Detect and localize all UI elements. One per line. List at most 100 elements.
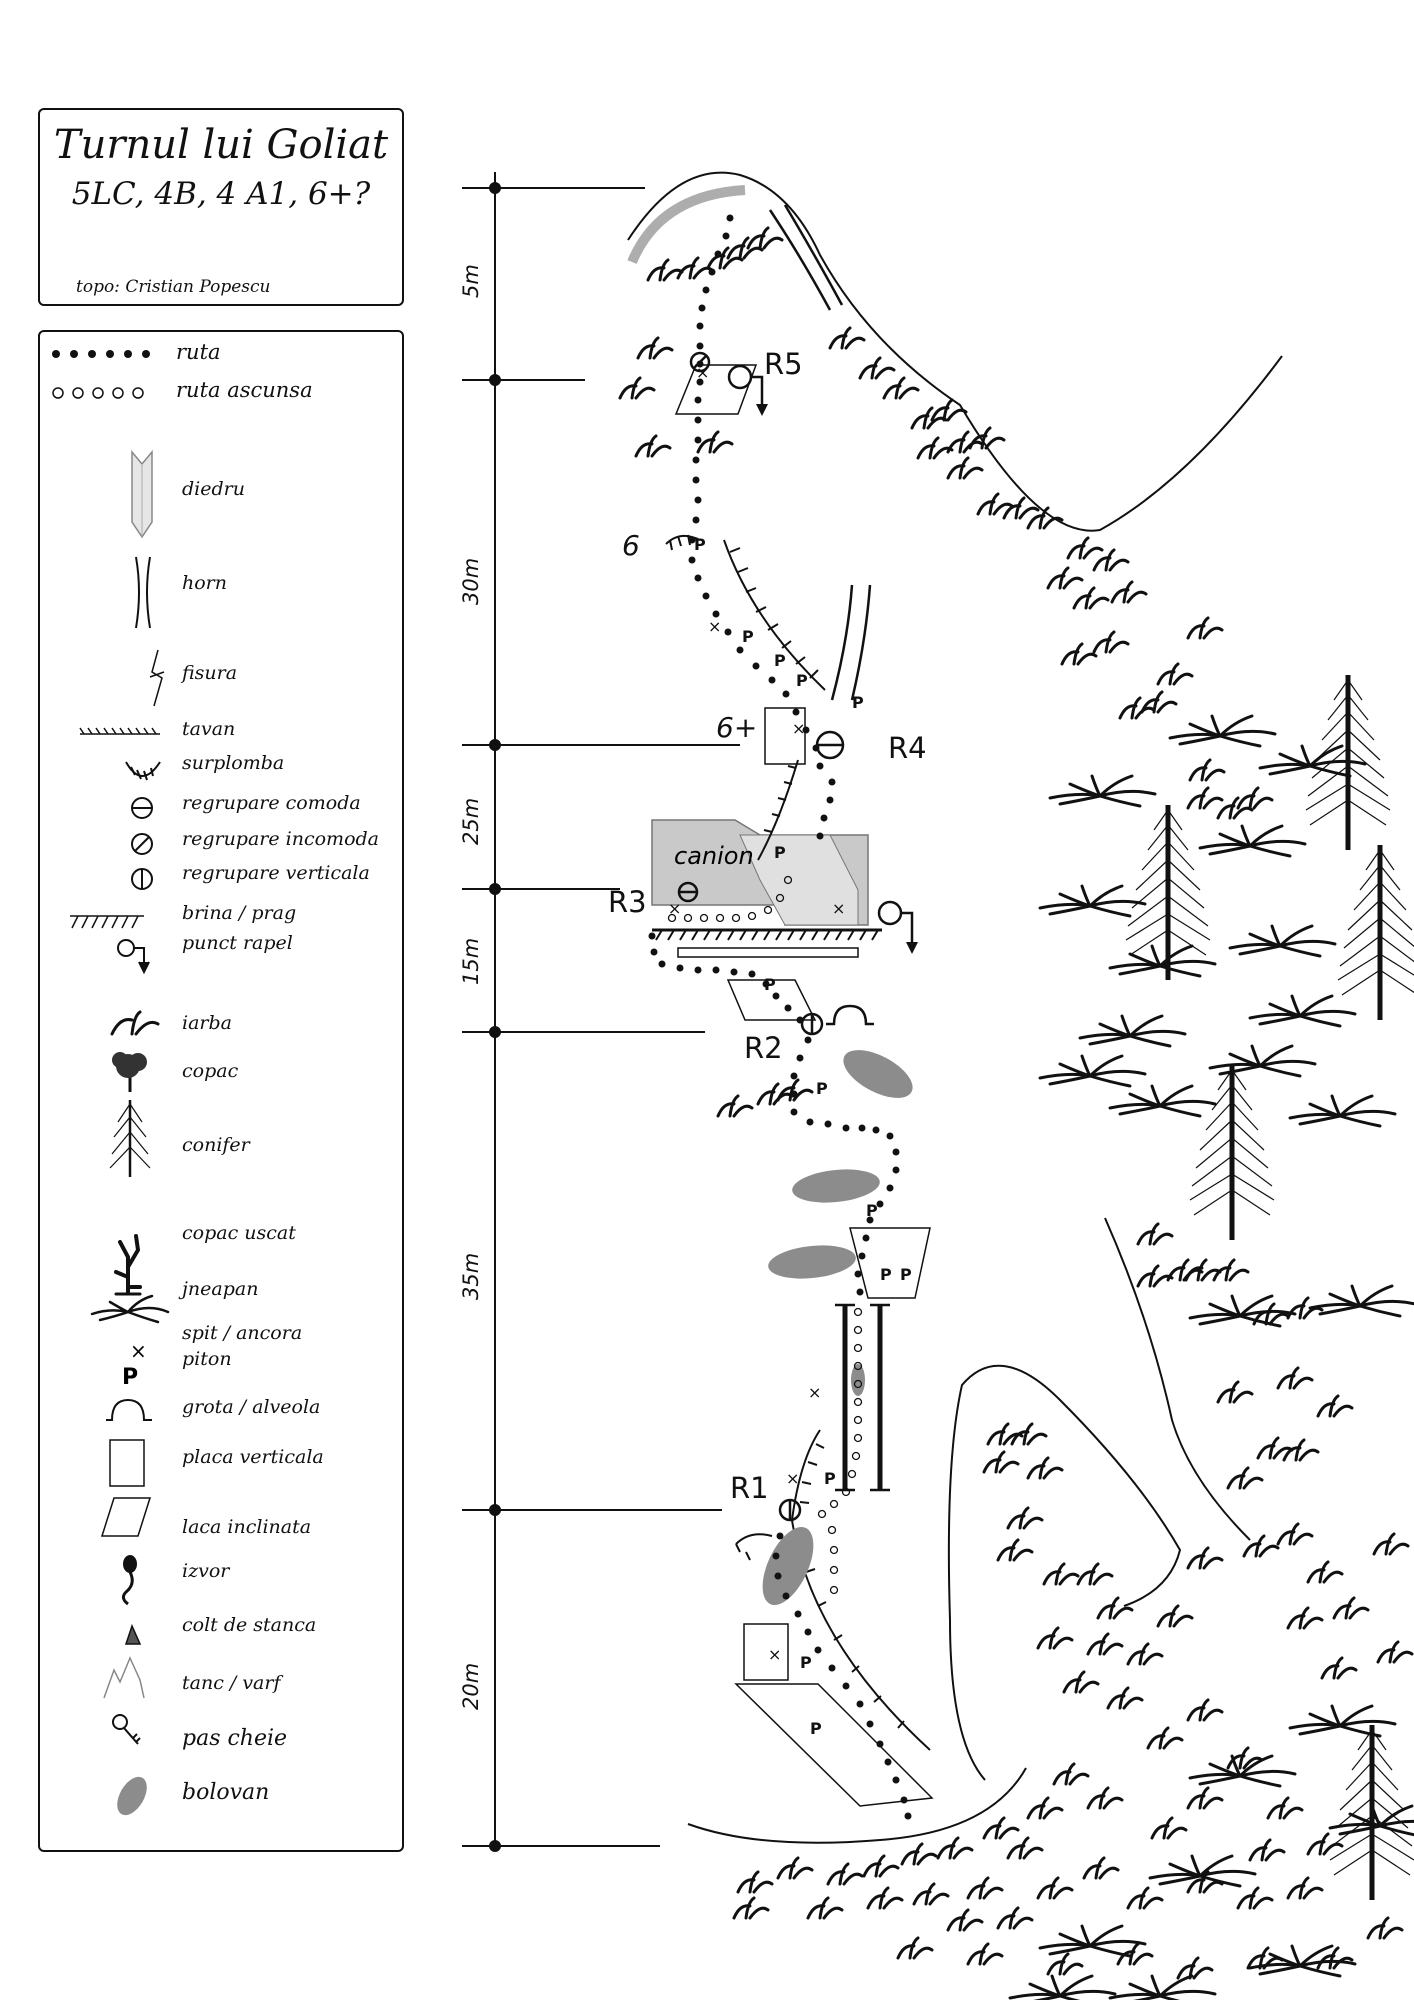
scale-25m: 25m bbox=[459, 798, 483, 845]
svg-text:P: P bbox=[866, 1201, 878, 1220]
chimneys bbox=[768, 204, 890, 1492]
terrain-outlines bbox=[627, 171, 1283, 1844]
svg-text:×: × bbox=[668, 899, 681, 918]
svg-text:P: P bbox=[816, 1079, 828, 1098]
legend-label-fisura: fisura bbox=[182, 662, 238, 684]
rappel-arrows bbox=[756, 404, 918, 954]
protection-marks: ××× ××× ×× PP PP PP PP PP PP PP bbox=[668, 363, 912, 1738]
scale-bar bbox=[462, 172, 740, 1852]
legend-label-brina: brina / prag bbox=[182, 902, 297, 924]
topo-author: topo: Cristian Popescu bbox=[76, 277, 271, 297]
legend-label-regrupare-comoda: regrupare comoda bbox=[182, 792, 361, 814]
belay-r4: R4 bbox=[888, 731, 927, 765]
scale-30m: 30m bbox=[459, 558, 483, 605]
legend-label-regrupare-verticala: regrupare verticala bbox=[182, 862, 370, 884]
legend-label-horn: horn bbox=[182, 572, 227, 594]
legend-label-grota: grota / alveola bbox=[182, 1396, 321, 1418]
svg-text:P: P bbox=[796, 671, 808, 690]
svg-text:×: × bbox=[696, 363, 709, 382]
route-hidden bbox=[667, 875, 863, 1595]
belay-r2: R2 bbox=[744, 1031, 783, 1065]
overhang-icon bbox=[125, 761, 161, 781]
route-title: Turnul lui Goliat bbox=[53, 122, 389, 168]
route-dots bbox=[648, 214, 912, 1820]
svg-text:P: P bbox=[800, 1653, 812, 1672]
ledge-icon bbox=[70, 915, 144, 929]
legend-label-izvor: izvor bbox=[182, 1560, 230, 1582]
svg-text:×: × bbox=[708, 617, 721, 636]
belay-stations bbox=[677, 351, 914, 1522]
belay-labels: R5 R4 R3 R2 R1 bbox=[608, 347, 927, 1505]
piton-icon: P bbox=[122, 1365, 138, 1390]
route-dots-icon bbox=[52, 350, 150, 358]
legend-label-diedru: diedru bbox=[182, 478, 245, 500]
roof-icon bbox=[79, 727, 160, 735]
legend-label-ruta-ascunsa: ruta ascunsa bbox=[176, 378, 313, 402]
belay-comfortable-icon bbox=[131, 797, 153, 819]
crack-icon bbox=[149, 649, 165, 707]
svg-text:P: P bbox=[824, 1469, 836, 1488]
belay-uncomfortable-icon bbox=[131, 833, 153, 855]
legend-label-surplomba: surplomba bbox=[182, 752, 285, 774]
svg-text:P: P bbox=[742, 627, 754, 646]
svg-text:P: P bbox=[764, 975, 776, 994]
legend-label-pas-cheie: pas cheie bbox=[182, 1726, 288, 1751]
legend-label-ruta: ruta bbox=[176, 340, 221, 364]
tree-icon bbox=[112, 1052, 147, 1092]
rappel-point-icon bbox=[117, 939, 150, 975]
svg-text:×: × bbox=[792, 719, 805, 738]
canyon: canion bbox=[651, 819, 869, 926]
dwarf-pine-icon bbox=[90, 1294, 170, 1324]
legend-label-tavan: tavan bbox=[182, 718, 236, 740]
grass-field bbox=[618, 226, 1414, 1980]
chimney-icon bbox=[135, 556, 151, 629]
legend-box: × P ruta ruta ascunsa diedru horn fisura… bbox=[38, 330, 404, 1852]
peak-icon bbox=[103, 1656, 145, 1699]
legend-label-regrupare-incomoda: regrupare incomoda bbox=[182, 828, 380, 850]
legend-label-jneapan: jneapan bbox=[182, 1278, 259, 1300]
legend-label-placa-verticala: placa verticala bbox=[182, 1446, 324, 1468]
svg-text:P: P bbox=[774, 843, 786, 862]
dead-tree-icon bbox=[114, 1234, 142, 1296]
svg-text:×: × bbox=[786, 1469, 799, 1488]
svg-text:P: P bbox=[900, 1265, 912, 1284]
dihedral-icon bbox=[131, 449, 153, 539]
slabs bbox=[674, 364, 934, 1807]
rock-spike-icon bbox=[124, 1623, 142, 1645]
belay-r5: R5 bbox=[764, 347, 803, 381]
legend-label-conifer: conifer bbox=[182, 1134, 250, 1156]
conifers bbox=[1126, 675, 1414, 1900]
scale-20m: 20m bbox=[459, 1663, 483, 1710]
svg-text:P: P bbox=[694, 535, 706, 554]
title-box: Turnul lui Goliat 5LC, 4B, 4 A1, 6+? top… bbox=[38, 108, 404, 306]
legend-label-iarba: iarba bbox=[182, 1012, 232, 1034]
cave-icon bbox=[106, 1398, 152, 1421]
inclined-slab-icon bbox=[100, 1497, 152, 1537]
legend-label-punct-rapel: punct rapel bbox=[182, 932, 293, 954]
legend-label-laca-inclinata: laca inclinata bbox=[182, 1516, 312, 1538]
grass-icon bbox=[110, 1010, 160, 1036]
svg-text:P: P bbox=[774, 651, 786, 670]
legend-label-piton: piton bbox=[182, 1348, 232, 1370]
canyon-label: canion bbox=[674, 842, 754, 870]
svg-text:P: P bbox=[810, 1719, 822, 1738]
hidden-route-icon bbox=[52, 387, 144, 399]
svg-text:×: × bbox=[768, 1645, 781, 1664]
dwarf-pines bbox=[1008, 714, 1414, 2000]
legend-label-copac-uscat: copac uscat bbox=[182, 1222, 296, 1244]
belay-r1: R1 bbox=[730, 1471, 769, 1505]
belay-vertical-icon bbox=[131, 868, 153, 890]
legend-label-spit: spit / ancora bbox=[182, 1322, 303, 1344]
route-grade: 5LC, 4B, 4 A1, 6+? bbox=[71, 176, 371, 212]
legend-label-bolovan: bolovan bbox=[182, 1780, 270, 1805]
grade-labels: 6 6+ bbox=[622, 529, 757, 744]
legend-label-copac: copac bbox=[182, 1060, 239, 1082]
svg-text:P: P bbox=[852, 693, 864, 712]
svg-text:P: P bbox=[880, 1265, 892, 1284]
key-step-icon bbox=[112, 1714, 141, 1745]
legend-label-colt: colt de stanca bbox=[182, 1614, 317, 1636]
vertical-slab-icon bbox=[109, 1439, 145, 1487]
legend-label-tanc: tanc / varf bbox=[182, 1672, 281, 1694]
scale-labels: 5m 30m 25m 15m 35m 20m bbox=[459, 264, 483, 1710]
